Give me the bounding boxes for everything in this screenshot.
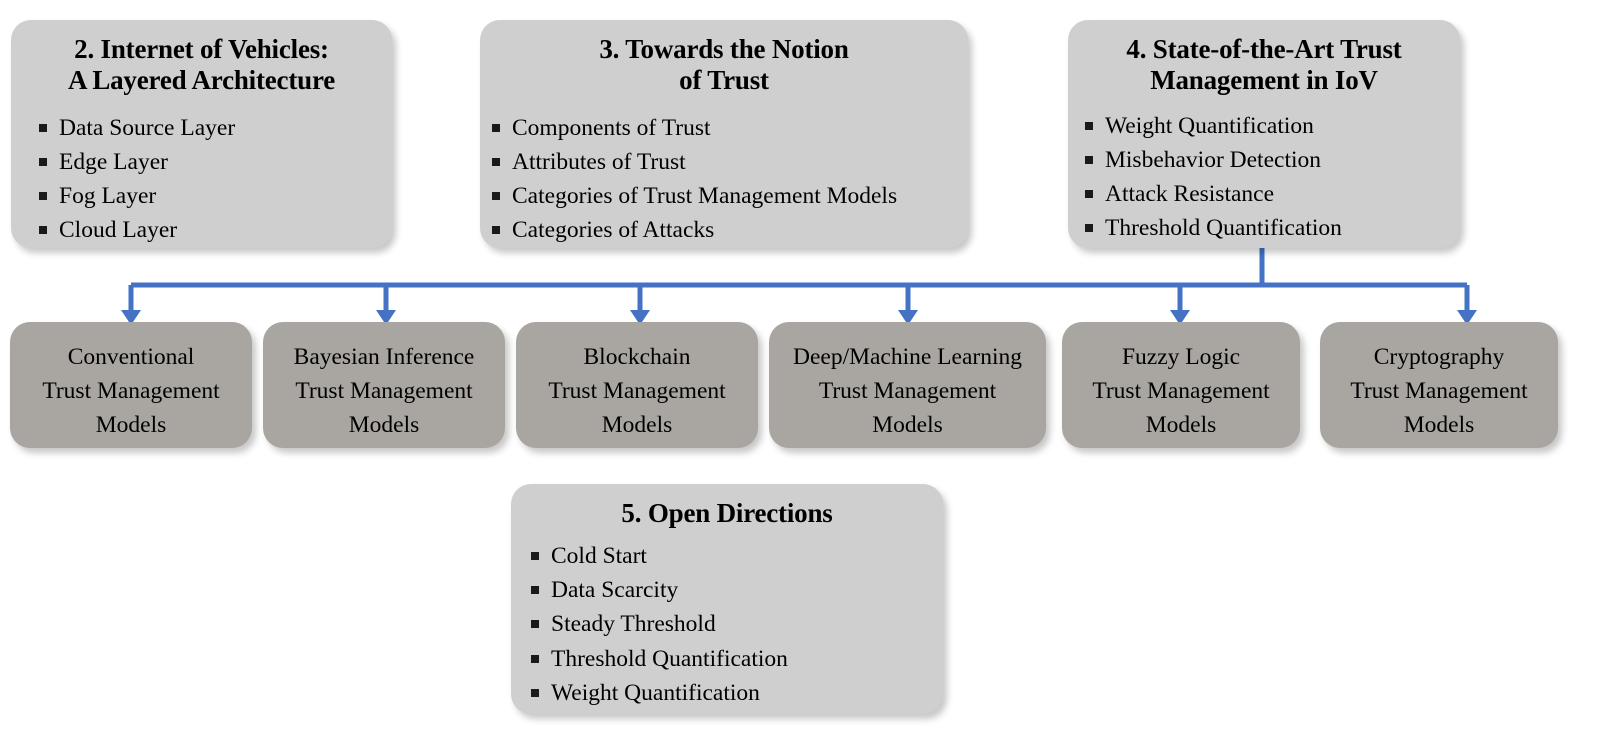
section-card-towards-notion-of-trust[interactable]: 3. Towards the Notion of Trust Component… (480, 20, 968, 248)
model-card-blockchain[interactable]: Blockchain Trust Management Models (516, 322, 758, 448)
model-card-label: Cryptography Trust Management Models (1350, 344, 1528, 439)
section-title: 3. Towards the Notion of Trust (599, 34, 849, 96)
list-item: Data Source Layer (34, 111, 392, 145)
list-item: Attack Resistance (1080, 177, 1460, 211)
list-item: Weight Quantification (1080, 109, 1460, 143)
model-card-bayesian-inference[interactable]: Bayesian Inference Trust Management Mode… (263, 322, 505, 448)
model-card-deep-machine-learning[interactable]: Deep/Machine Learning Trust Management M… (769, 322, 1046, 448)
list-item: Steady Threshold (526, 607, 943, 641)
list-item: Data Scarcity (526, 573, 943, 607)
list-item: Cold Start (526, 539, 943, 573)
list-item: Misbehavior Detection (1080, 143, 1460, 177)
section-card-state-of-the-art-trust-management[interactable]: 4. State-of-the-Art Trust Management in … (1068, 20, 1460, 248)
list-item: Components of Trust (487, 111, 968, 145)
list-item: Fog Layer (34, 179, 392, 213)
model-card-label: Deep/Machine Learning Trust Management M… (792, 344, 1023, 439)
section-card-internet-of-vehicles[interactable]: 2. Internet of Vehicles: A Layered Archi… (11, 20, 392, 248)
section-bullet-list: Cold Start Data Scarcity Steady Threshol… (526, 539, 943, 709)
list-item: Categories of Trust Management Models (487, 179, 968, 213)
section-bullet-list: Weight Quantification Misbehavior Detect… (1080, 109, 1460, 245)
list-item: Threshold Quantification (1080, 211, 1460, 245)
model-card-cryptography[interactable]: Cryptography Trust Management Models (1320, 322, 1558, 448)
section-bullet-list: Data Source Layer Edge Layer Fog Layer C… (34, 111, 392, 247)
list-item: Categories of Attacks (487, 213, 968, 247)
model-card-label: Fuzzy Logic Trust Management Models (1092, 344, 1270, 439)
model-card-label: Blockchain Trust Management Models (548, 344, 726, 439)
section-title: 4. State-of-the-Art Trust Management in … (1126, 34, 1402, 96)
section-title: 5. Open Directions (621, 498, 833, 528)
model-card-label: Conventional Trust Management Models (42, 344, 220, 439)
model-card-label: Bayesian Inference Trust Management Mode… (293, 344, 475, 439)
list-item: Attributes of Trust (487, 145, 968, 179)
section-bullet-list: Components of Trust Attributes of Trust … (487, 111, 968, 247)
section-card-open-directions[interactable]: 5. Open Directions Cold Start Data Scarc… (511, 484, 943, 714)
list-item: Weight Quantification (526, 676, 943, 710)
section-title: 2. Internet of Vehicles: A Layered Archi… (67, 34, 336, 96)
model-card-conventional[interactable]: Conventional Trust Management Models (10, 322, 252, 448)
list-item: Edge Layer (34, 145, 392, 179)
model-card-fuzzy-logic[interactable]: Fuzzy Logic Trust Management Models (1062, 322, 1300, 448)
list-item: Cloud Layer (34, 213, 392, 247)
list-item: Threshold Quantification (526, 642, 943, 676)
